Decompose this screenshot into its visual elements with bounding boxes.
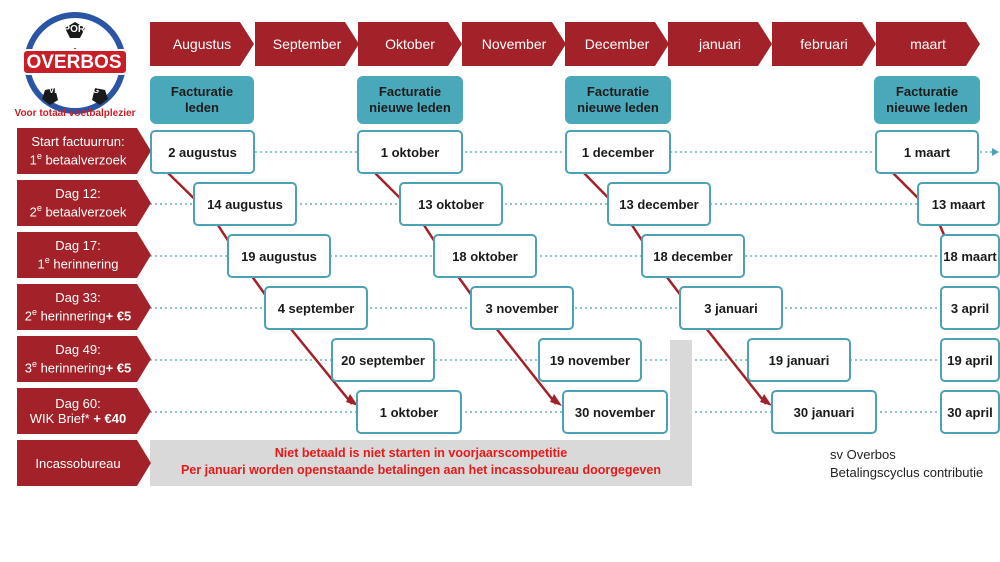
- date-box-c2-r0: 1 december: [565, 130, 671, 174]
- notice-area: [150, 440, 692, 486]
- date-box-c0-r2: 19 augustus: [227, 234, 331, 278]
- row-label-3-text: herinnering: [36, 308, 106, 324]
- caption: sv Overbos Betalingscyclus contributie: [830, 446, 995, 482]
- date-box-c1-r2: 18 oktober: [433, 234, 537, 278]
- row-label-4-suffix: e: [31, 359, 37, 370]
- month-3: November: [462, 22, 566, 66]
- date-box-c2-r4: 19 januari: [747, 338, 851, 382]
- row-label-2-title: Dag 17:: [55, 238, 101, 254]
- notice-line-2: Per januari worden openstaande betalinge…: [181, 463, 661, 477]
- row-label-6: Incassobureau: [17, 440, 151, 486]
- date-box-c0-r0: 2 augustus: [150, 130, 255, 174]
- date-box-c1-r5: 30 november: [562, 390, 668, 434]
- row-label-4-detail: 3e herinnering+ €5: [25, 357, 132, 375]
- row-label-2-detail: 1e herinnering: [38, 253, 119, 271]
- date-box-c1-r3: 3 november: [470, 286, 574, 330]
- date-box-c0-r1: 14 augustus: [193, 182, 297, 226]
- row-label-2-num: 1: [37, 256, 45, 272]
- row-label-3-title: Dag 33:: [55, 290, 101, 306]
- row-label-2: Dag 17:1e herinnering: [17, 232, 151, 278]
- date-box-c0-r4: 20 september: [331, 338, 435, 382]
- row-label-2-suffix: e: [44, 255, 50, 266]
- invoice-box-0: Facturatie leden: [150, 76, 254, 124]
- row-label-0-detail: 1e betaalverzoek: [30, 149, 127, 167]
- date-box-c2-r2: 18 december: [641, 234, 745, 278]
- row-label-0-text: betaalverzoek: [41, 152, 127, 168]
- row-label-1-detail: 2e betaalverzoek: [30, 201, 127, 219]
- row-label-5-text: WIK Brief*: [29, 411, 90, 426]
- month-5: januari: [668, 22, 772, 66]
- notice: Niet betaald is niet starten in voorjaar…: [150, 445, 692, 479]
- row-label-3-fee: + €5: [105, 308, 132, 324]
- month-7: maart: [876, 22, 980, 66]
- row-label-4: Dag 49:3e herinnering+ €5: [17, 336, 151, 382]
- row-label-4-text: herinnering: [36, 360, 106, 376]
- invoice-box-2: Facturatie nieuwe leden: [565, 76, 671, 124]
- row-label-0-num: 1: [29, 152, 37, 168]
- logo-name: OVERBOS: [26, 52, 122, 73]
- date-box-c3-r1: 13 maart: [917, 182, 1000, 226]
- date-box-c2-r1: 13 december: [607, 182, 711, 226]
- date-box-c1-r1: 13 oktober: [399, 182, 503, 226]
- date-box-c1-r4: 19 november: [538, 338, 642, 382]
- month-1: September: [255, 22, 359, 66]
- logo-top-text: SPORT: [56, 24, 92, 35]
- caption-line-2: Betalingscyclus contributie: [830, 465, 984, 480]
- logo-tagline: Voor totaal voetbalplezier: [14, 108, 136, 119]
- row-label-3-suffix: e: [31, 307, 37, 318]
- invoice-box-1: Facturatie nieuwe leden: [357, 76, 463, 124]
- date-box-c2-r5: 30 januari: [771, 390, 877, 434]
- date-box-c2-r3: 3 januari: [679, 286, 783, 330]
- date-box-c1-r0: 1 oktober: [357, 130, 463, 174]
- date-box-c0-r3: 4 september: [264, 286, 368, 330]
- row-label-0: Start factuurrun:1e betaalverzoek: [17, 128, 151, 174]
- row-label-1-text: betaalverzoek: [41, 204, 127, 220]
- logo-ball-icon: [22, 12, 128, 114]
- row-label-2-text: herinnering: [49, 256, 119, 272]
- logo: SPORT OVERBOS VERENIGING Voor totaal voe…: [0, 0, 148, 125]
- row-label-0-title: Start factuurrun:: [31, 134, 125, 150]
- row-label-4-fee: + €5: [105, 360, 132, 376]
- row-label-0-suffix: e: [36, 151, 42, 162]
- row-label-5: Dag 60:WIK Brief* + €40: [17, 388, 151, 434]
- month-6: februari: [772, 22, 876, 66]
- row-label-1-num: 2: [29, 204, 37, 220]
- row-label-3-detail: 2e herinnering+ €5: [25, 305, 132, 323]
- row-label-5-fee: + €40: [89, 411, 127, 426]
- row-label-5-detail: WIK Brief* + €40: [30, 411, 126, 426]
- month-2: Oktober: [358, 22, 462, 66]
- date-box-c0-r5: 1 oktober: [356, 390, 462, 434]
- date-box-c3-r2: 18 maart: [940, 234, 1000, 278]
- invoice-box-3: Facturatie nieuwe leden: [874, 76, 980, 124]
- row-label-1-title: Dag 12:: [55, 186, 101, 202]
- date-box-c3-r5: 30 april: [940, 390, 1000, 434]
- caption-line-1: sv Overbos: [830, 447, 896, 462]
- row-label-1-suffix: e: [36, 203, 42, 214]
- month-4: December: [565, 22, 669, 66]
- month-0: Augustus: [150, 22, 254, 66]
- logo-bottom-text: VERENIGING: [48, 86, 100, 95]
- date-box-c3-r4: 19 april: [940, 338, 1000, 382]
- row-label-4-title: Dag 49:: [55, 342, 101, 358]
- row-label-3-num: 2: [24, 308, 32, 324]
- row-label-4-num: 3: [24, 360, 32, 376]
- date-box-c3-r0: 1 maart: [875, 130, 979, 174]
- date-box-c3-r3: 3 april: [940, 286, 1000, 330]
- row-label-5-title: Dag 60:: [55, 396, 101, 411]
- row-label-6-title: Incassobureau: [35, 455, 121, 471]
- row-label-1: Dag 12:2e betaalverzoek: [17, 180, 151, 226]
- row-label-3: Dag 33:2e herinnering+ €5: [17, 284, 151, 330]
- notice-line-1: Niet betaald is niet starten in voorjaar…: [274, 446, 568, 460]
